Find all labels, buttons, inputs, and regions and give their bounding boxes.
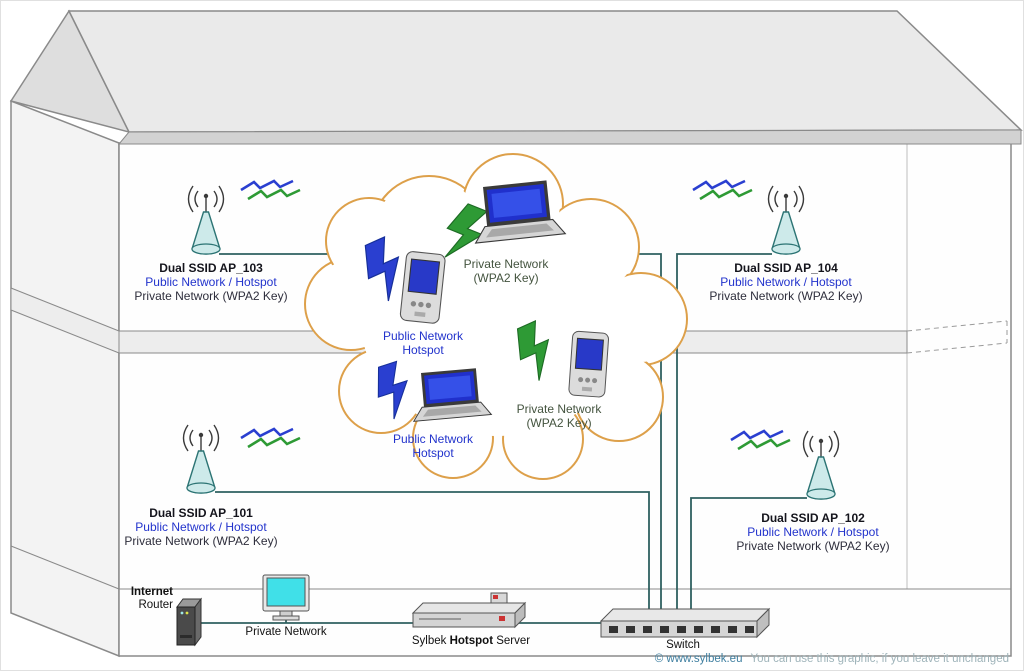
ap-ssid-name: Dual SSID AP_103 [159, 261, 263, 275]
switch-icon [599, 607, 771, 639]
label-line: Private Network [245, 626, 327, 638]
internet-router-label: Internet Router [113, 586, 173, 612]
roof-fascia [117, 129, 1022, 145]
cable-ap104-switch [676, 253, 772, 615]
server-label: Sylbek Hotspot Server [391, 635, 551, 647]
label-line-bold: Hotspot [449, 635, 494, 647]
pda-icon-private [568, 330, 610, 398]
laptop-bottom-label: Public Network Hotspot [343, 432, 523, 460]
label-line: (WPA2 Key) [473, 271, 539, 285]
label-line: Server [493, 635, 531, 647]
internet-label: Internet [130, 586, 173, 598]
cable-ap101-switch [215, 491, 650, 615]
pda-left-label: Public Network Hotspot [333, 329, 513, 357]
laptop-top-label: Private Network (WPA2 Key) [406, 257, 606, 285]
label-line: Private Network [463, 257, 549, 271]
ap104-label: Dual SSID AP_104 Public Network / Hotspo… [661, 261, 911, 303]
floor-slab-hidden-edges [906, 320, 1008, 354]
router-icon [176, 597, 202, 647]
ap102-label: Dual SSID AP_102 Public Network / Hotspo… [688, 511, 938, 553]
ap-ssid-name: Dual SSID AP_104 [734, 261, 838, 275]
label-line: Private Network [516, 402, 602, 416]
ap101-label: Dual SSID AP_101 Public Network / Hotspo… [76, 506, 326, 548]
private-ssid-label: Private Network (WPA2 Key) [736, 539, 890, 553]
label-line: Hotspot [402, 343, 444, 357]
private-ssid-label: Private Network (WPA2 Key) [134, 289, 288, 303]
ap-ssid-name: Dual SSID AP_102 [761, 511, 865, 525]
ap-ssid-name: Dual SSID AP_101 [149, 506, 253, 520]
ap103-label: Dual SSID AP_103 Public Network / Hotspo… [86, 261, 336, 303]
router-label: Router [138, 599, 173, 611]
hotspot-server-icon [411, 592, 527, 629]
public-ssid-label: Public Network / Hotspot [145, 275, 277, 289]
monitor-label: Private Network [216, 626, 356, 638]
public-ssid-label: Public Network / Hotspot [720, 275, 852, 289]
monitor-icon [262, 574, 310, 621]
house-left-wall [10, 99, 120, 658]
label-line: Hotspot [412, 446, 454, 460]
private-ssid-label: Private Network (WPA2 Key) [124, 534, 278, 548]
label-line: Switch [666, 639, 700, 651]
copyright-footer: © www.sylbek.eu You can use this graphic,… [655, 653, 1009, 665]
copyright-note: You can use this graphic, if you leave i… [750, 653, 1009, 665]
label-line: (WPA2 Key) [526, 416, 592, 430]
switch-label: Switch [623, 639, 743, 651]
cable-ap102-switch [690, 497, 807, 615]
roof-face [67, 10, 1023, 133]
copyright-link[interactable]: © www.sylbek.eu [654, 653, 743, 665]
label-line: Sylbek [411, 635, 450, 647]
public-ssid-label: Public Network / Hotspot [747, 525, 879, 539]
label-line: Public Network [392, 432, 474, 446]
public-ssid-label: Public Network / Hotspot [135, 520, 267, 534]
label-line: Public Network [382, 329, 464, 343]
private-ssid-label: Private Network (WPA2 Key) [709, 289, 863, 303]
pda-right-label: Private Network (WPA2 Key) [459, 402, 659, 430]
ground-line-left [10, 545, 120, 590]
